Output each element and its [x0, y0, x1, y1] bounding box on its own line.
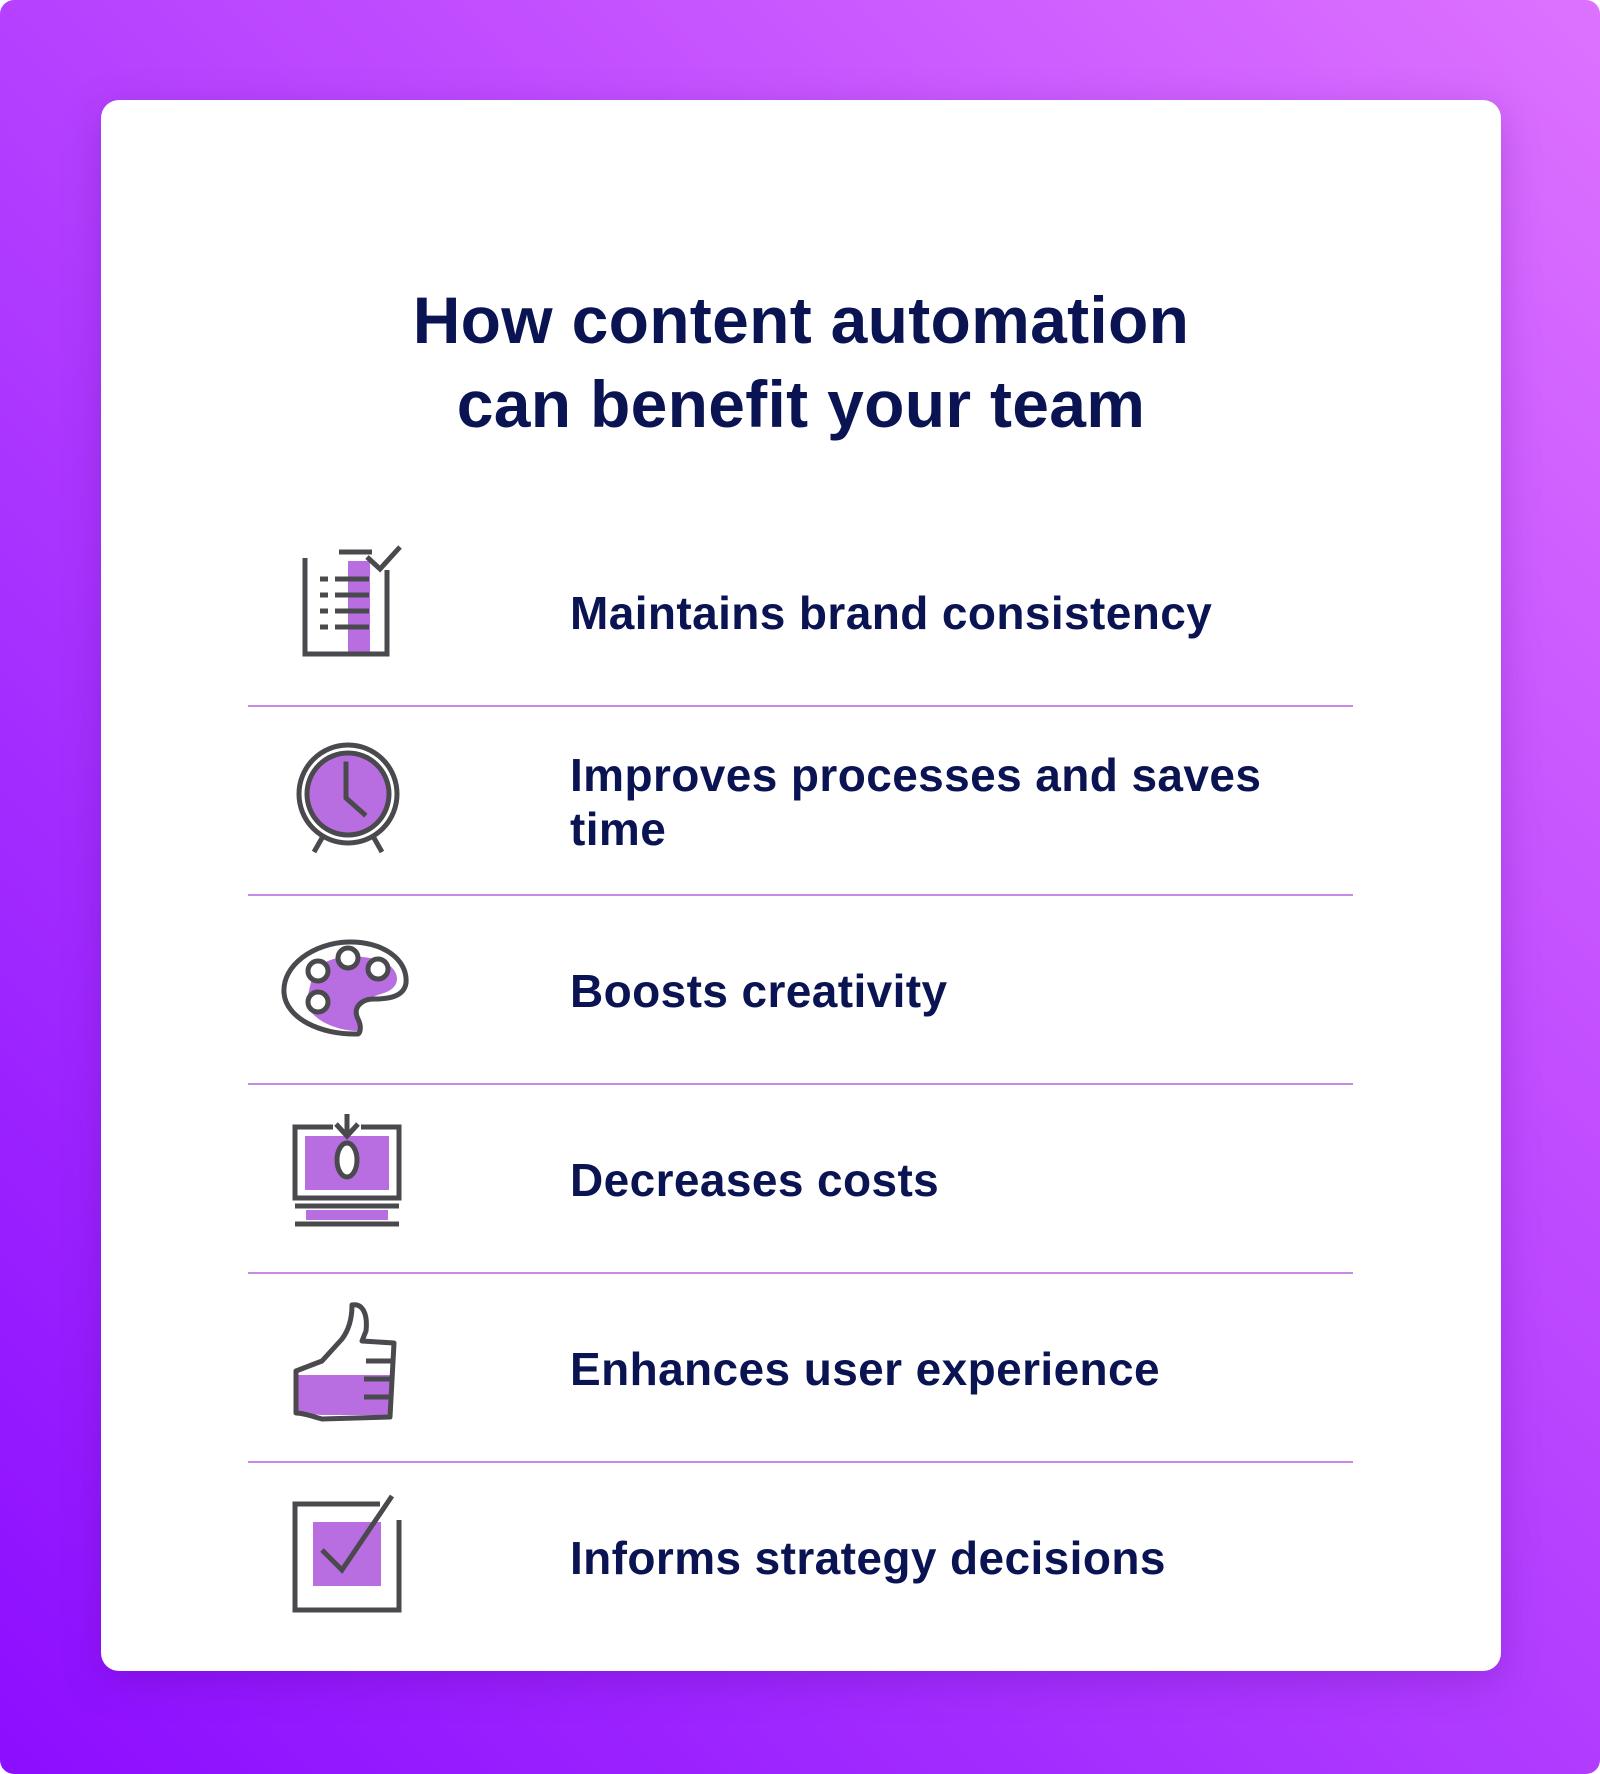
- list-item: Decreases costs: [248, 1085, 1353, 1274]
- paint-palette-icon: [278, 923, 418, 1053]
- title-line-1: How content automation: [412, 283, 1190, 357]
- list-item: Maintains brand consistency: [248, 518, 1353, 707]
- checklist-document-icon: [278, 545, 418, 675]
- benefit-label: Enhances user experience: [570, 1342, 1161, 1395]
- benefit-label: Informs strategy decisions: [570, 1531, 1166, 1584]
- list-item: Informs strategy decisions: [248, 1463, 1353, 1652]
- thumbs-up-icon: [278, 1301, 418, 1431]
- benefits-card: How content automation can benefit your …: [101, 100, 1501, 1671]
- list-item: Boosts creativity: [248, 896, 1353, 1085]
- page-title: How content automation can benefit your …: [101, 278, 1501, 446]
- alarm-clock-icon: [278, 734, 418, 864]
- money-stack-icon: [278, 1112, 418, 1242]
- benefit-label: Decreases costs: [570, 1153, 940, 1206]
- title-line-2: can benefit your team: [456, 367, 1146, 441]
- benefit-label: Improves processes and saves time: [570, 748, 1262, 855]
- benefits-list: Maintains brand consistency Improves pro…: [248, 518, 1353, 1652]
- list-item: Enhances user experience: [248, 1274, 1353, 1463]
- list-item: Improves processes and saves time: [248, 707, 1353, 896]
- checkbox-check-icon: [278, 1490, 418, 1620]
- benefit-label: Maintains brand consistency: [570, 586, 1213, 639]
- benefit-label: Boosts creativity: [570, 964, 948, 1017]
